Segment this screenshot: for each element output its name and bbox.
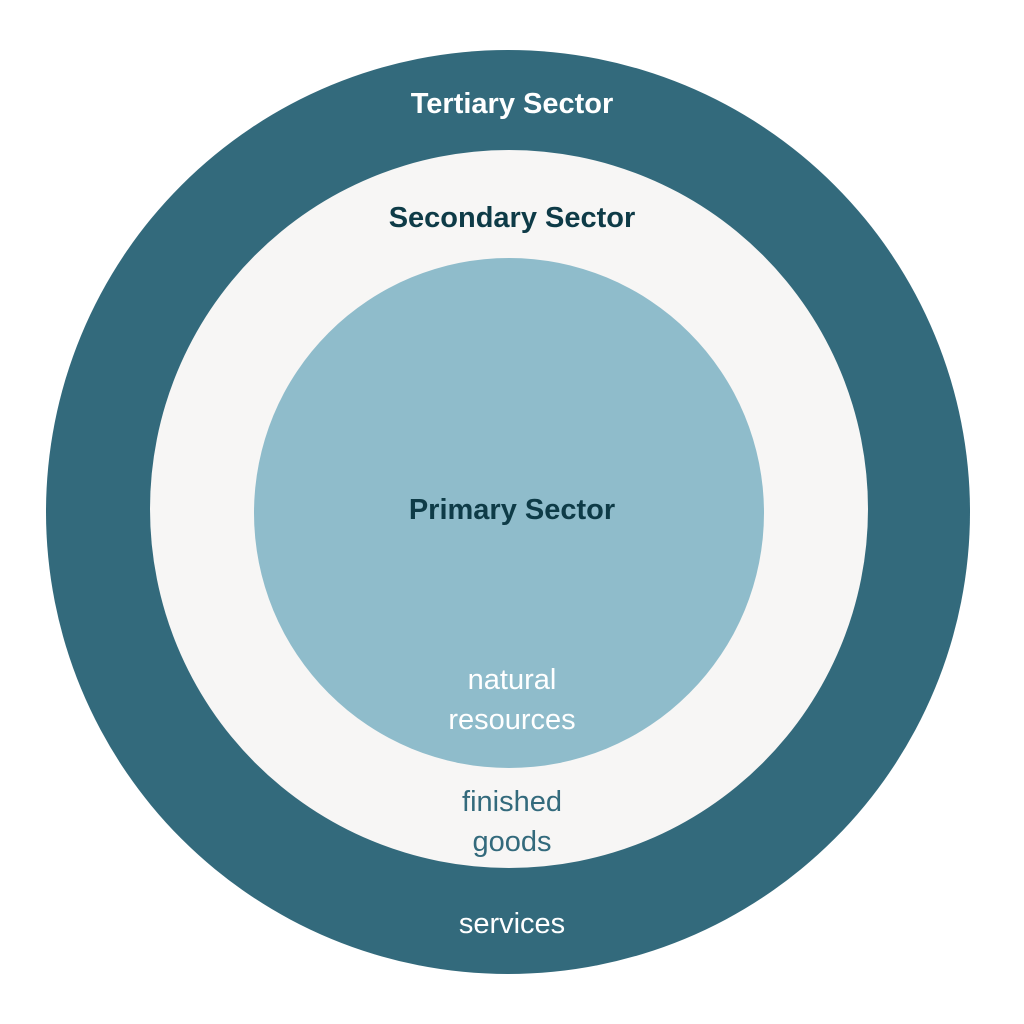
secondary-sector-title: Secondary Sector <box>388 202 636 234</box>
primary-output-line2: resources <box>448 704 576 736</box>
primary-sector-title: Primary Sector <box>408 494 616 526</box>
secondary-output-line1: finished <box>462 786 562 818</box>
primary-sector-circle <box>254 258 764 768</box>
tertiary-output: services <box>458 908 566 940</box>
secondary-output-line2: goods <box>472 826 552 858</box>
tertiary-sector-title: Tertiary Sector <box>410 88 614 120</box>
primary-output-line1: natural <box>467 664 557 696</box>
